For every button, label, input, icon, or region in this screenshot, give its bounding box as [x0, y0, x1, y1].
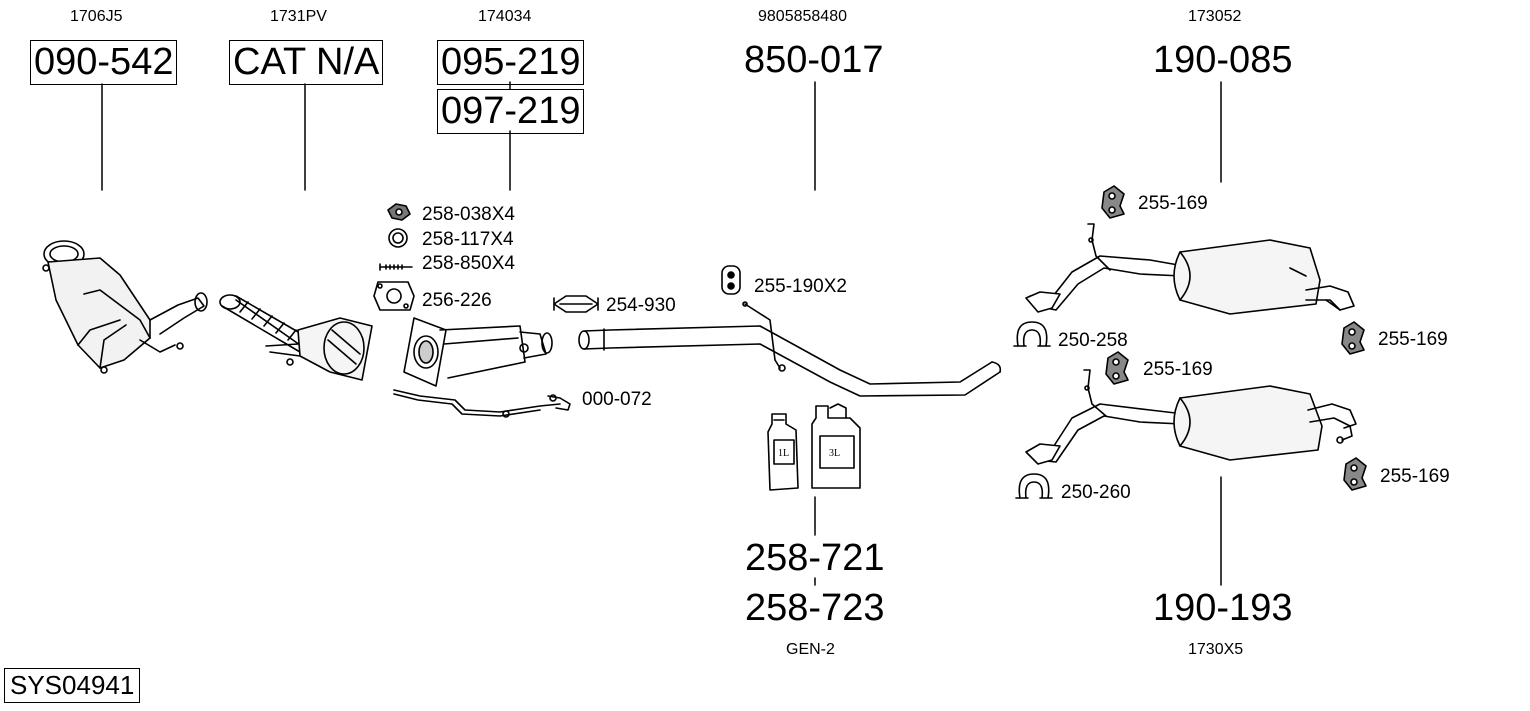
fitting-label-255-190x2[interactable]: 255-190X2: [754, 276, 847, 297]
ref-label-1706j5: 1706J5: [70, 8, 123, 25]
part-number-190-193[interactable]: 190-193: [1153, 587, 1293, 629]
rubber-mount-icon-b[interactable]: [1341, 321, 1365, 355]
hanger-icon[interactable]: [721, 265, 741, 295]
oil-bottle-large-label: 3L: [829, 448, 840, 459]
part-number-095-219[interactable]: 095-219: [437, 40, 585, 85]
oil-bottle-small-label: 1L: [778, 448, 789, 459]
fitting-label-258-038x4[interactable]: 258-038X4: [422, 204, 515, 225]
flex-pipe-catalyst-drawing[interactable]: [219, 294, 373, 381]
rubber-mount-icon-d[interactable]: [1343, 457, 1367, 491]
gasket-icon[interactable]: [373, 281, 415, 311]
ref-label-1730x5: 1730X5: [1188, 641, 1244, 658]
ref-label-174034: 174034: [478, 8, 532, 25]
particulate-filter-drawing[interactable]: [403, 317, 553, 387]
part-number-190-085[interactable]: 190-085: [1153, 39, 1293, 81]
part-number-258-721[interactable]: 258-721: [745, 537, 885, 579]
middle-pipe-drawing[interactable]: [578, 301, 1002, 397]
fitting-label-255-169-d[interactable]: 255-169: [1380, 466, 1450, 487]
clamp-250-260-icon[interactable]: [1015, 473, 1053, 499]
part-number-850-017[interactable]: 850-017: [744, 39, 884, 81]
rear-silencer-upper-drawing[interactable]: [1025, 223, 1355, 315]
stud-icon[interactable]: [379, 263, 413, 271]
fitting-label-255-169-a[interactable]: 255-169: [1138, 193, 1208, 214]
rubber-mount-icon-a[interactable]: [1101, 185, 1125, 219]
part-number-cat-na[interactable]: CAT N/A: [229, 40, 384, 85]
fitting-label-255-169-b[interactable]: 255-169: [1378, 329, 1448, 350]
oil-bottle-large-icon[interactable]: 3L: [811, 403, 861, 489]
leader-lines: [101, 81, 1222, 586]
clamp-icon[interactable]: [553, 295, 599, 313]
fitting-label-000-072[interactable]: 000-072: [582, 389, 652, 410]
ref-label-gen-2: GEN-2: [786, 641, 835, 658]
ref-label-173052: 173052: [1188, 8, 1242, 25]
nut-icon[interactable]: [387, 203, 411, 221]
rubber-mount-icon-c[interactable]: [1105, 351, 1129, 385]
clamp-250-258-icon[interactable]: [1013, 321, 1051, 347]
oil-bottle-small-icon[interactable]: 1L: [767, 413, 799, 491]
manifold-catalyst-drawing[interactable]: [42, 240, 208, 374]
rear-silencer-lower-drawing[interactable]: [1025, 369, 1357, 465]
part-number-090-542[interactable]: 090-542: [30, 40, 178, 85]
fitting-label-258-117x4[interactable]: 258-117X4: [422, 229, 514, 250]
fitting-label-250-260[interactable]: 250-260: [1061, 482, 1131, 503]
sensor-cable-drawing[interactable]: [393, 389, 571, 418]
part-number-097-219[interactable]: 097-219: [437, 89, 585, 134]
fitting-label-258-850x4[interactable]: 258-850X4: [422, 253, 515, 274]
fitting-label-250-258[interactable]: 250-258: [1058, 330, 1128, 351]
ref-label-1731pv: 1731PV: [270, 8, 327, 25]
part-number-258-723[interactable]: 258-723: [745, 587, 885, 629]
fitting-label-255-169-c[interactable]: 255-169: [1143, 359, 1213, 380]
fitting-label-254-930[interactable]: 254-930: [606, 295, 676, 316]
system-id-box: SYS04941: [4, 668, 141, 703]
ring-icon[interactable]: [388, 228, 408, 248]
ref-label-9805858480: 9805858480: [758, 8, 847, 25]
fitting-label-256-226[interactable]: 256-226: [422, 290, 492, 311]
